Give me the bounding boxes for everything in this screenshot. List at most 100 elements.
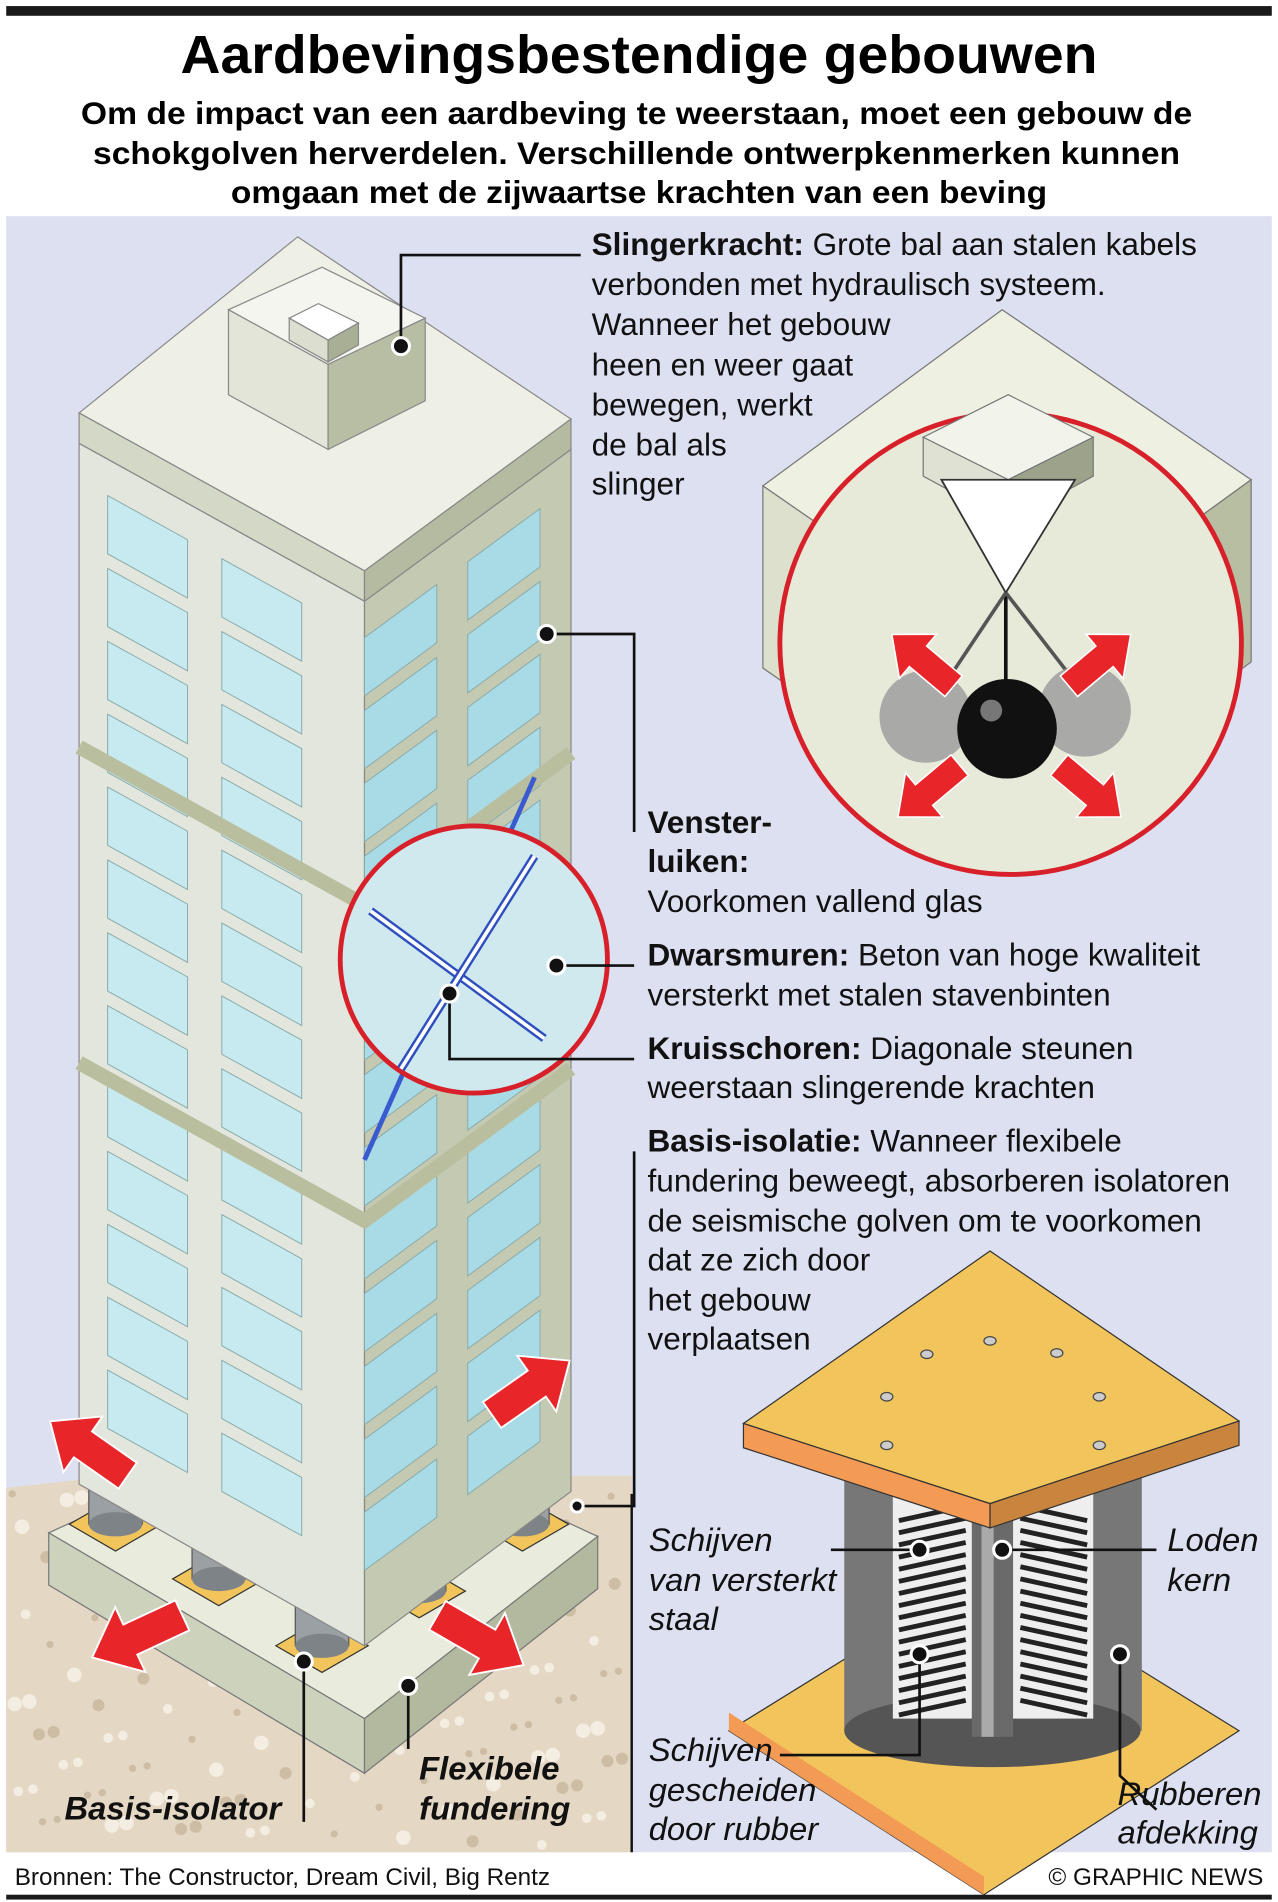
gravel-stone <box>20 1609 31 1620</box>
bolt <box>1092 1440 1106 1451</box>
window <box>107 859 189 964</box>
svg-text:Flexibele: Flexibele <box>419 1749 559 1786</box>
top-rule <box>6 6 1272 16</box>
callout-dwarsmuren: Dwarsmuren: Beton van hoge kwaliteit ver… <box>648 937 1201 1013</box>
label-flexibele-fundering: Flexibele fundering <box>419 1749 570 1826</box>
page-title: Aardbevingsbestendige gebouwen <box>181 26 1098 85</box>
gravel-stone <box>524 1721 533 1729</box>
svg-text:staal: staal <box>649 1600 720 1637</box>
gravel-stone <box>7 1696 23 1712</box>
steel-plate <box>898 1673 967 1694</box>
steel-plate <box>1019 1564 1088 1584</box>
gravel-stone <box>209 1762 224 1777</box>
isolator-base <box>192 1566 246 1592</box>
gravel-stone <box>219 1796 233 1809</box>
window <box>364 656 438 770</box>
gravel-stone <box>47 1725 60 1739</box>
force-arrow-icon <box>890 633 964 698</box>
steel-plate <box>898 1588 967 1609</box>
gravel-stone <box>104 1818 120 1833</box>
svg-text:van versterkt: van versterkt <box>649 1561 839 1598</box>
svg-text:Loden: Loden <box>1167 1521 1258 1558</box>
steel-plate <box>898 1612 967 1633</box>
window <box>221 1213 303 1318</box>
gravel-stone <box>569 1694 578 1702</box>
window <box>467 1236 541 1350</box>
force-arrow-icon <box>481 1354 571 1430</box>
gravel-stone <box>484 1691 495 1702</box>
steel-plate <box>898 1564 967 1584</box>
window <box>107 1223 189 1328</box>
gravel-stone <box>245 1827 256 1838</box>
isolator-base <box>88 1512 143 1537</box>
gravel-stone <box>575 1723 591 1739</box>
bolt <box>983 1336 997 1346</box>
force-arrow-icon <box>427 1599 525 1677</box>
svg-text:Rubberen: Rubberen <box>1118 1775 1262 1812</box>
gravel-stone <box>485 1776 501 1792</box>
svg-text:kern: kern <box>1167 1561 1231 1598</box>
gravel-stone <box>8 1490 16 1498</box>
svg-text:fundering beweegt, absorberen: fundering beweegt, absorberen isolatoren <box>648 1162 1231 1198</box>
window <box>221 922 303 1027</box>
steel-plate <box>1019 1600 1088 1621</box>
gravel-stone <box>92 1699 105 1712</box>
svg-text:Schijven: Schijven <box>649 1731 773 1768</box>
svg-text:heen en weer gaat: heen en weer gaat <box>592 346 854 382</box>
gravel-stone <box>330 1830 338 1838</box>
window <box>221 703 303 808</box>
gravel-stone <box>279 1767 292 1780</box>
ghost-ball-right <box>1038 664 1131 757</box>
svg-text:bewegen, werkt: bewegen, werkt <box>592 386 813 422</box>
label-schijven-rubber: Schijven gescheiden door rubber <box>649 1731 821 1847</box>
steel-plate <box>1019 1612 1088 1633</box>
gravel-stone <box>536 1840 547 1850</box>
callout-vensterluiken: Venster- luiken: Voorkomen vallend glas <box>648 804 983 919</box>
gravel-stone <box>420 1776 428 1785</box>
window <box>467 653 541 767</box>
steel-plate <box>898 1685 967 1706</box>
window <box>467 1163 541 1277</box>
bolt <box>880 1440 894 1451</box>
force-arrow-icon <box>48 1415 138 1490</box>
gravel-stone <box>46 1640 54 1649</box>
bottom-rule <box>6 1894 1272 1900</box>
window <box>107 494 189 599</box>
gravel-stone <box>28 1784 38 1794</box>
gravel-stone <box>58 1759 69 1770</box>
window <box>467 507 541 621</box>
gravel-stone <box>589 1636 599 1646</box>
isolator-base <box>295 1633 349 1658</box>
window <box>221 995 303 1100</box>
gravel-stone <box>260 1825 270 1836</box>
gravel-stone <box>233 1708 241 1717</box>
callout-basis-isolatie: Basis-isolatie: Wanneer flexibele funder… <box>648 1122 1231 1356</box>
window <box>221 630 303 735</box>
svg-text:Kruisschoren: Diagonale steune: Kruisschoren: Diagonale steunen <box>648 1030 1134 1066</box>
window <box>107 786 189 891</box>
window <box>221 849 303 954</box>
svg-text:Venster-: Venster- <box>648 804 773 840</box>
gravel-stone <box>454 1716 465 1726</box>
steel-plate <box>898 1527 967 1548</box>
svg-text:Voorkomen vallend glas: Voorkomen vallend glas <box>648 883 983 919</box>
label-basis-isolator: Basis-isolator <box>65 1789 284 1826</box>
svg-text:fundering: fundering <box>419 1789 570 1826</box>
force-arrow-icon <box>1059 633 1132 698</box>
steel-plate <box>1019 1661 1088 1681</box>
gravel-stone <box>189 1820 202 1833</box>
svg-text:slinger: slinger <box>592 465 685 501</box>
steel-plate <box>898 1540 967 1560</box>
gravel-stone <box>98 1789 106 1797</box>
gravel-stone <box>555 1696 563 1705</box>
callout-slingerkracht: Slingerkracht: Grote bal aan stalen kabe… <box>592 226 1197 501</box>
svg-text:verplaatsen: verplaatsen <box>648 1320 811 1356</box>
steel-plate <box>1019 1552 1088 1572</box>
gravel-stone <box>164 1789 179 1804</box>
gravel-stone <box>530 1750 546 1765</box>
gravel-stone <box>600 1670 608 1678</box>
gravel-stone <box>103 1733 114 1743</box>
steel-plate <box>898 1649 967 1669</box>
subtitle-line: schokgolven herverdelen. Verschillende o… <box>93 135 1180 171</box>
gravel-stone <box>53 1815 61 1824</box>
